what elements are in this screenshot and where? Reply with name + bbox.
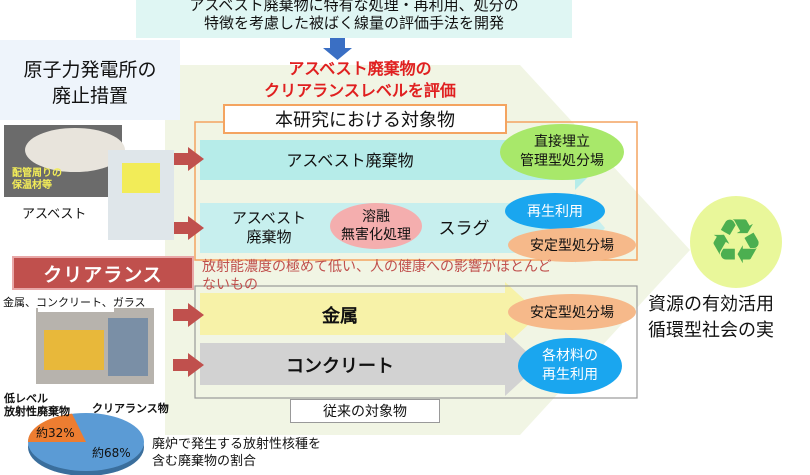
left-title-line2: 廃止措置 [51, 85, 128, 107]
pie-caption-line2: 含む廃棄物の割合 [152, 454, 257, 469]
red-arrow-icon [173, 216, 204, 240]
left-title-line1: 原子力発電所の [23, 59, 157, 81]
pie-slice-small-label: 約32% [36, 426, 75, 440]
materials-caption: 金属、コンクリート、ガラス [3, 296, 146, 309]
red-arrow-icon [173, 147, 204, 171]
clearance-label: クリアランス [12, 256, 194, 290]
pie-caption-line1: 廃炉で発生する放射性核種を [152, 437, 322, 452]
pie-slice-large-label: 約68% [92, 446, 131, 460]
top-banner-line1: アスベスト廃棄物に特有な処理・再利用、処分の [189, 0, 519, 14]
research-box: 本研究における対象物 [223, 104, 507, 134]
stable-disposal-oval-1: 安定型処分場 [508, 228, 636, 262]
conventional-box: 従来の対象物 [290, 399, 440, 423]
pie-low-level-label: 低レベル 放射性廃棄物 [4, 392, 70, 418]
stable-disposal-oval-2: 安定型処分場 [508, 294, 636, 330]
result-text: 資源の有効活用 循環型社会の実 [648, 292, 808, 344]
recycle-oval: 再生利用 [505, 193, 605, 229]
grey-arrow [200, 332, 540, 396]
row-asbestos-label: アスベスト廃棄物 [286, 151, 414, 170]
pie-clearance-label: クリアランス物 [92, 402, 169, 415]
red-arrow-icon [173, 303, 204, 327]
photo-asbestos-label: 配管周りの 保温材等 [12, 168, 62, 191]
clearance-definition-line1: 放射能濃度の極めて低い、人の健康への影響がほとんど [202, 259, 552, 275]
direct-landfill-oval: 直接埋立 管理型処分場 [500, 124, 624, 180]
red-heading: アスベスト廃棄物の クリアランスレベルを評価 [210, 58, 510, 102]
recycle-bg-circle [690, 196, 782, 288]
top-banner-line2: 特徴を考慮した被ばく線量の評価手法を開発 [203, 14, 504, 32]
red-heading-line2: クリアランスレベルを評価 [264, 81, 456, 100]
slag-label: スラグ [438, 218, 490, 239]
conventional-region-outline [194, 285, 638, 399]
top-banner: アスベスト廃棄物に特有な処理・再利用、処分の 特徴を考慮した被ばく線量の評価手法… [136, 0, 572, 38]
melting-process-oval: 溶融 無害化処理 [330, 203, 422, 249]
row-slag-left: アスベスト 廃棄物 [231, 209, 307, 246]
red-arrow-icon [173, 353, 204, 377]
down-arrow-icon [323, 38, 352, 60]
red-heading-line1: アスベスト廃棄物の [288, 59, 432, 78]
materials-recycle-oval: 各材料の 再生利用 [518, 338, 622, 394]
row-metal-label: 金属 [322, 306, 358, 327]
left-panel-bg [0, 40, 180, 120]
yellow-arrow [200, 282, 540, 346]
result-line1: 資源の有効活用 [648, 294, 774, 315]
clearance-definition-line2: ないもの [202, 277, 258, 293]
clearance-definition: 放射能濃度の極めて低い、人の健康への影響がほとんど ないもの [202, 258, 642, 294]
result-line2: 循環型社会の実 [648, 320, 774, 341]
pie-small-slice [27, 413, 86, 442]
recycle-icon: ♻ [708, 205, 764, 278]
row-concrete-label: コンクリート [286, 356, 394, 377]
pipe-insulation [25, 128, 125, 172]
pie-caption: 廃炉で発生する放射性核種を 含む廃棄物の割合 [152, 436, 321, 470]
photo-asbestos-caption: アスベスト [22, 207, 87, 222]
left-title: 原子力発電所の 廃止措置 [0, 48, 180, 118]
